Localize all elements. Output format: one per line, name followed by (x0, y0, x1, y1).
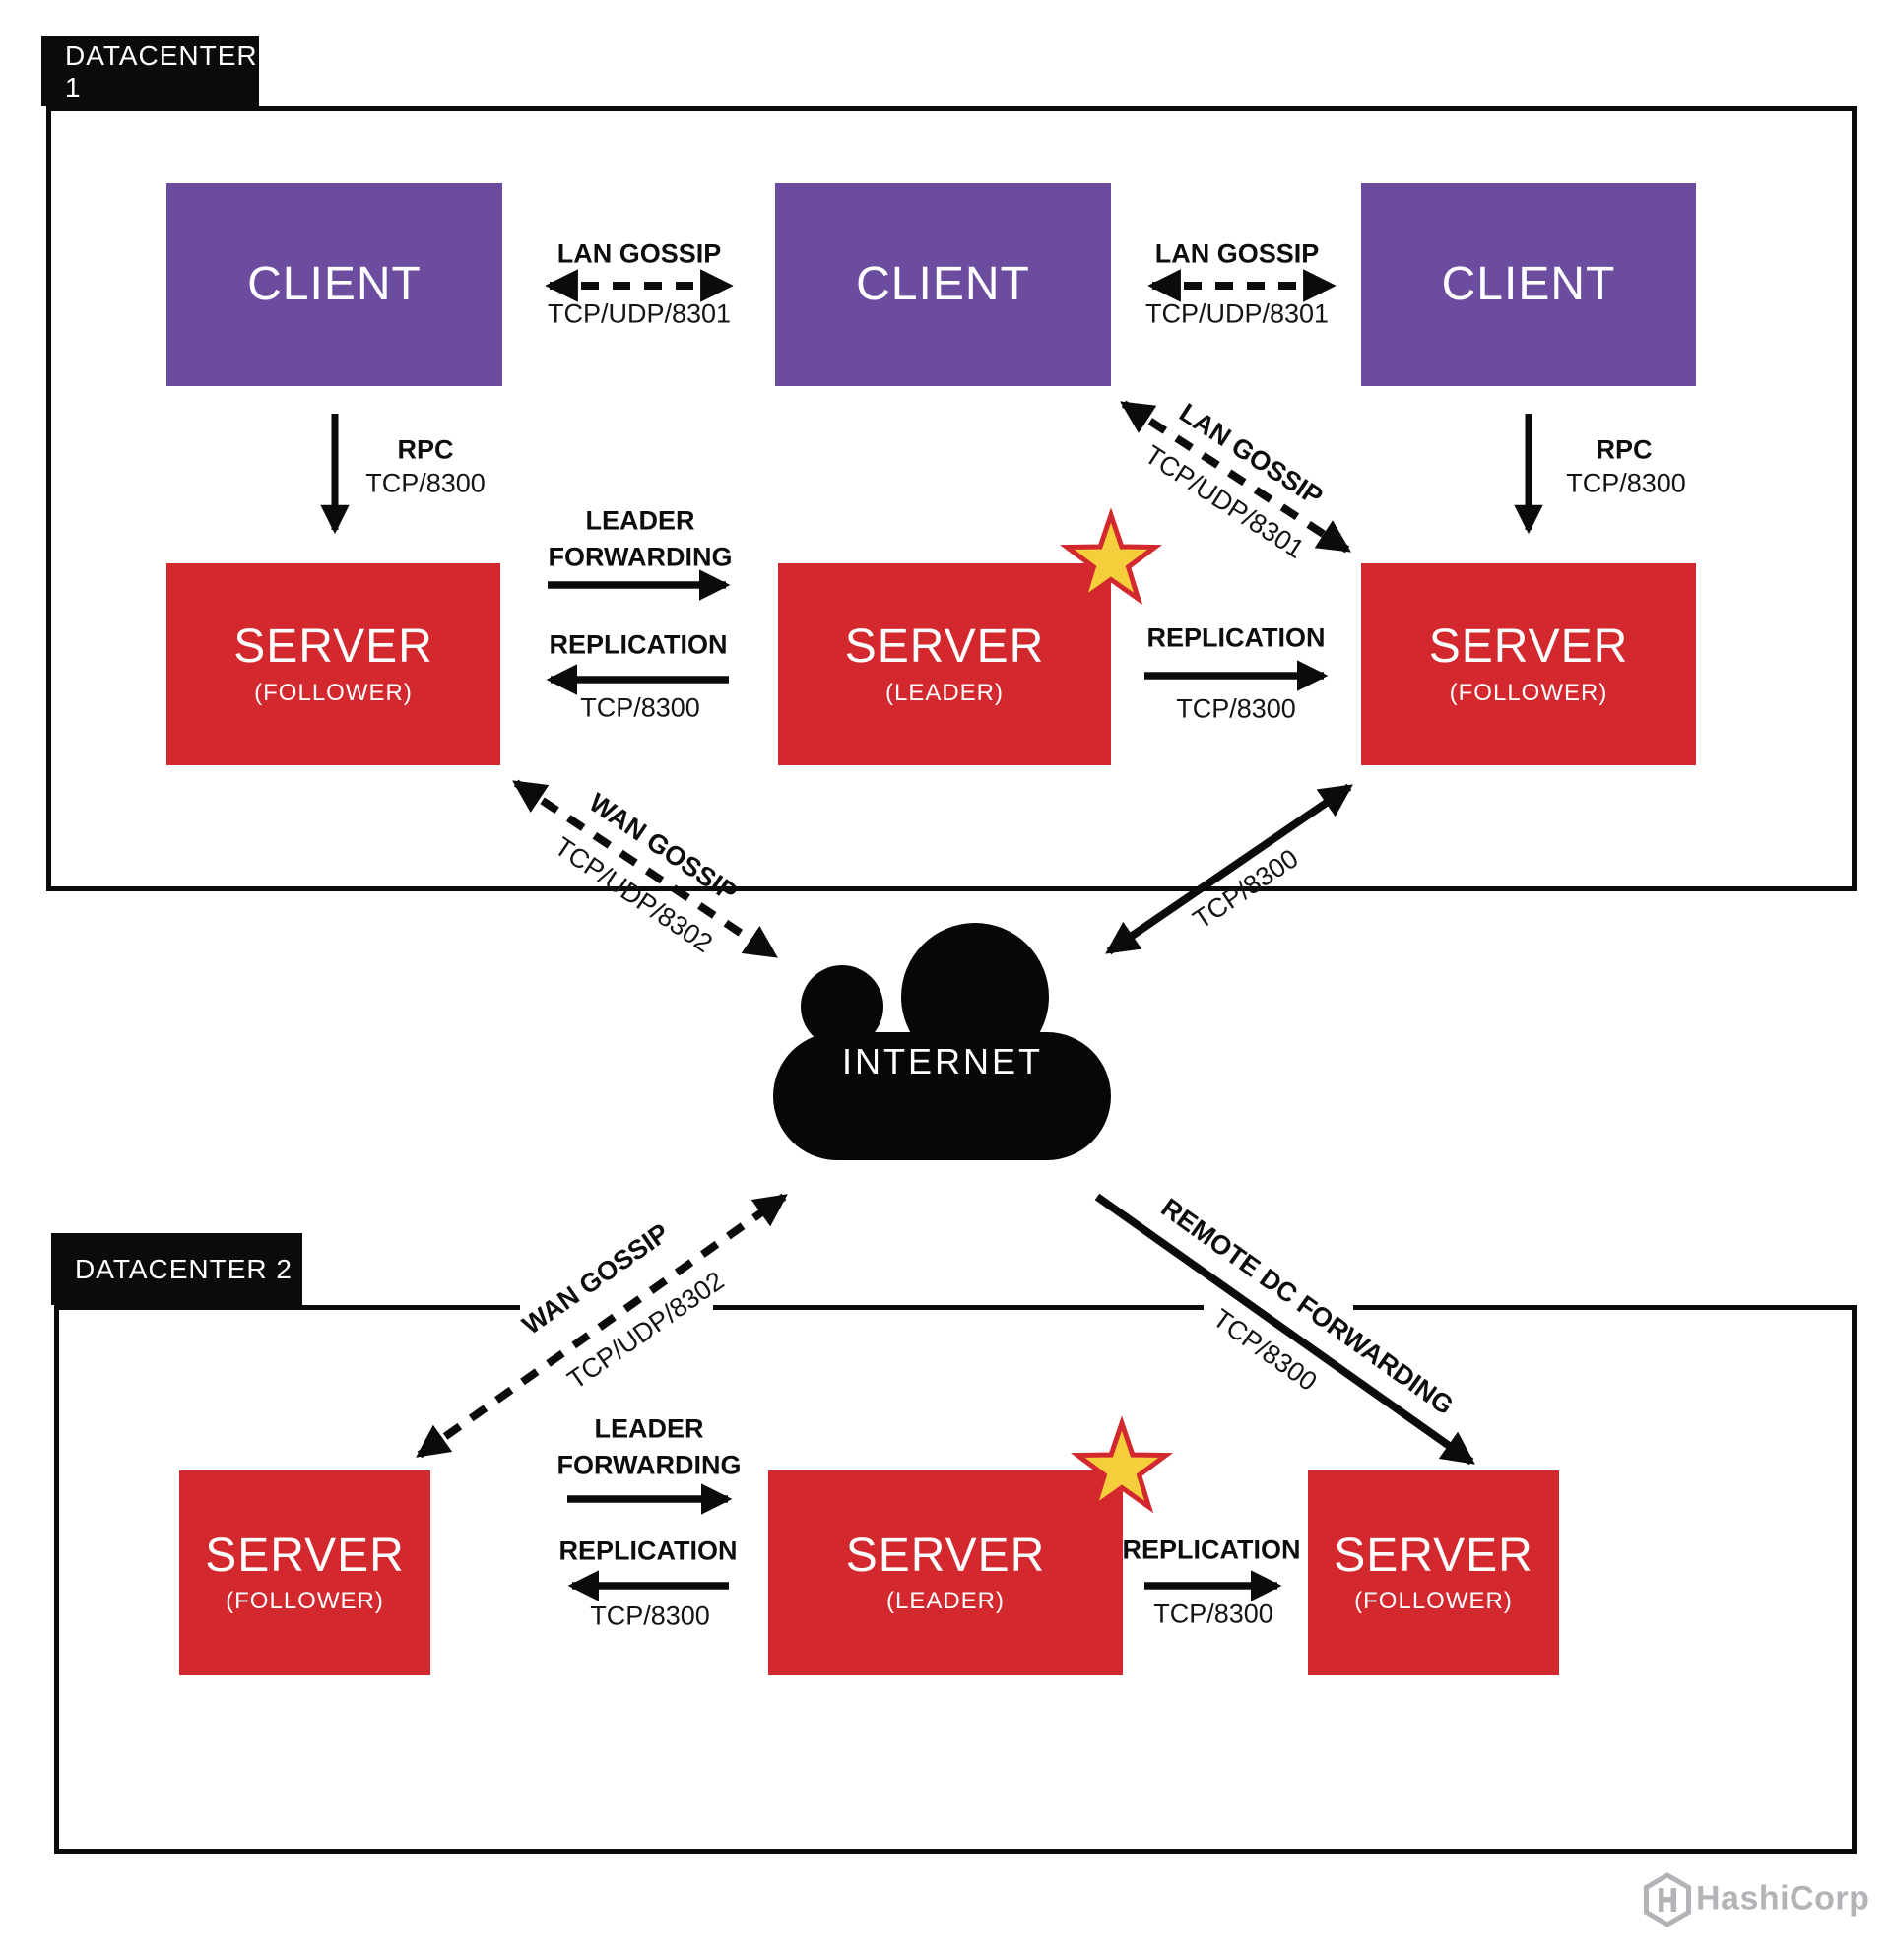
server-role: (FOLLOWER) (254, 679, 413, 706)
hashicorp-brand-text: HashiCorp (1696, 1879, 1870, 1918)
datacenter2-box (54, 1305, 1857, 1854)
server-title: SERVER (844, 621, 1045, 674)
server-title: SERVER (1334, 1529, 1533, 1582)
server-role: (FOLLOWER) (1449, 679, 1608, 706)
server-role: (FOLLOWER) (1354, 1588, 1513, 1615)
replication-right-label-dc1: REPLICATION (1146, 622, 1326, 653)
client-title: CLIENT (1441, 257, 1616, 310)
dc1-client-1: CLIENT (166, 183, 502, 386)
server-role: (LEADER) (885, 1588, 1006, 1615)
replication-left-label-dc2: REPLICATION (558, 1535, 738, 1566)
datacenter2-tab: DATACENTER 2 (51, 1233, 302, 1305)
replication-right-label-dc2: REPLICATION (1122, 1535, 1301, 1565)
rpc-right-label: RPC (1596, 434, 1653, 465)
dc2-server-follower-left: SERVER (FOLLOWER) (179, 1470, 430, 1675)
dc1-client-2: CLIENT (775, 183, 1111, 386)
datacenter1-box (46, 106, 1857, 891)
dc1-client-3: CLIENT (1361, 183, 1696, 386)
server-title: SERVER (845, 1529, 1046, 1582)
lan-gossip-right-port: TCP/UDP/8301 (1144, 298, 1330, 329)
rpc-left-port: TCP/8300 (365, 468, 486, 498)
dc1-server-follower-left: SERVER (FOLLOWER) (166, 563, 500, 765)
internet-label: INTERNET (842, 1041, 1043, 1081)
server-role: (LEADER) (884, 679, 1005, 706)
leader-forwarding-label-line1-dc2: LEADER (594, 1413, 704, 1444)
dc1-server-follower-right: SERVER (FOLLOWER) (1361, 563, 1696, 765)
replication-right-port-dc1: TCP/8300 (1176, 693, 1296, 724)
replication-left-label-dc1: REPLICATION (549, 629, 728, 660)
replication-left-port-dc2: TCP/8300 (590, 1601, 710, 1631)
lan-gossip-right-label: LAN GOSSIP (1154, 238, 1320, 269)
lan-gossip-left-label: LAN GOSSIP (556, 238, 722, 269)
dc1-server-leader: SERVER (LEADER) (778, 563, 1111, 765)
client-title: CLIENT (856, 257, 1030, 310)
dc2-server-follower-right: SERVER (FOLLOWER) (1308, 1470, 1559, 1675)
datacenter1-tab: DATACENTER 1 (41, 36, 259, 106)
leader-forwarding-label-line2-dc1: FORWARDING (548, 542, 733, 572)
datacenter1-label: DATACENTER 1 (65, 39, 258, 102)
rpc-right-port: TCP/8300 (1566, 468, 1686, 498)
dc2-server-leader: SERVER (LEADER) (768, 1470, 1123, 1675)
leader-forwarding-label-line1-dc1: LEADER (585, 505, 695, 536)
replication-right-port-dc2: TCP/8300 (1153, 1599, 1273, 1629)
lan-gossip-left-port: TCP/UDP/8301 (547, 298, 732, 329)
client-title: CLIENT (247, 257, 422, 310)
leader-forwarding-label-line2-dc2: FORWARDING (556, 1450, 742, 1480)
datacenter2-label: DATACENTER 2 (75, 1253, 293, 1284)
server-title: SERVER (1428, 621, 1629, 674)
replication-left-port-dc1: TCP/8300 (580, 692, 700, 723)
server-title: SERVER (233, 621, 433, 674)
hashicorp-logo-icon (1644, 1872, 1691, 1927)
server-role: (FOLLOWER) (226, 1588, 384, 1615)
rpc-left-label: RPC (397, 434, 454, 465)
server-title: SERVER (205, 1529, 405, 1582)
